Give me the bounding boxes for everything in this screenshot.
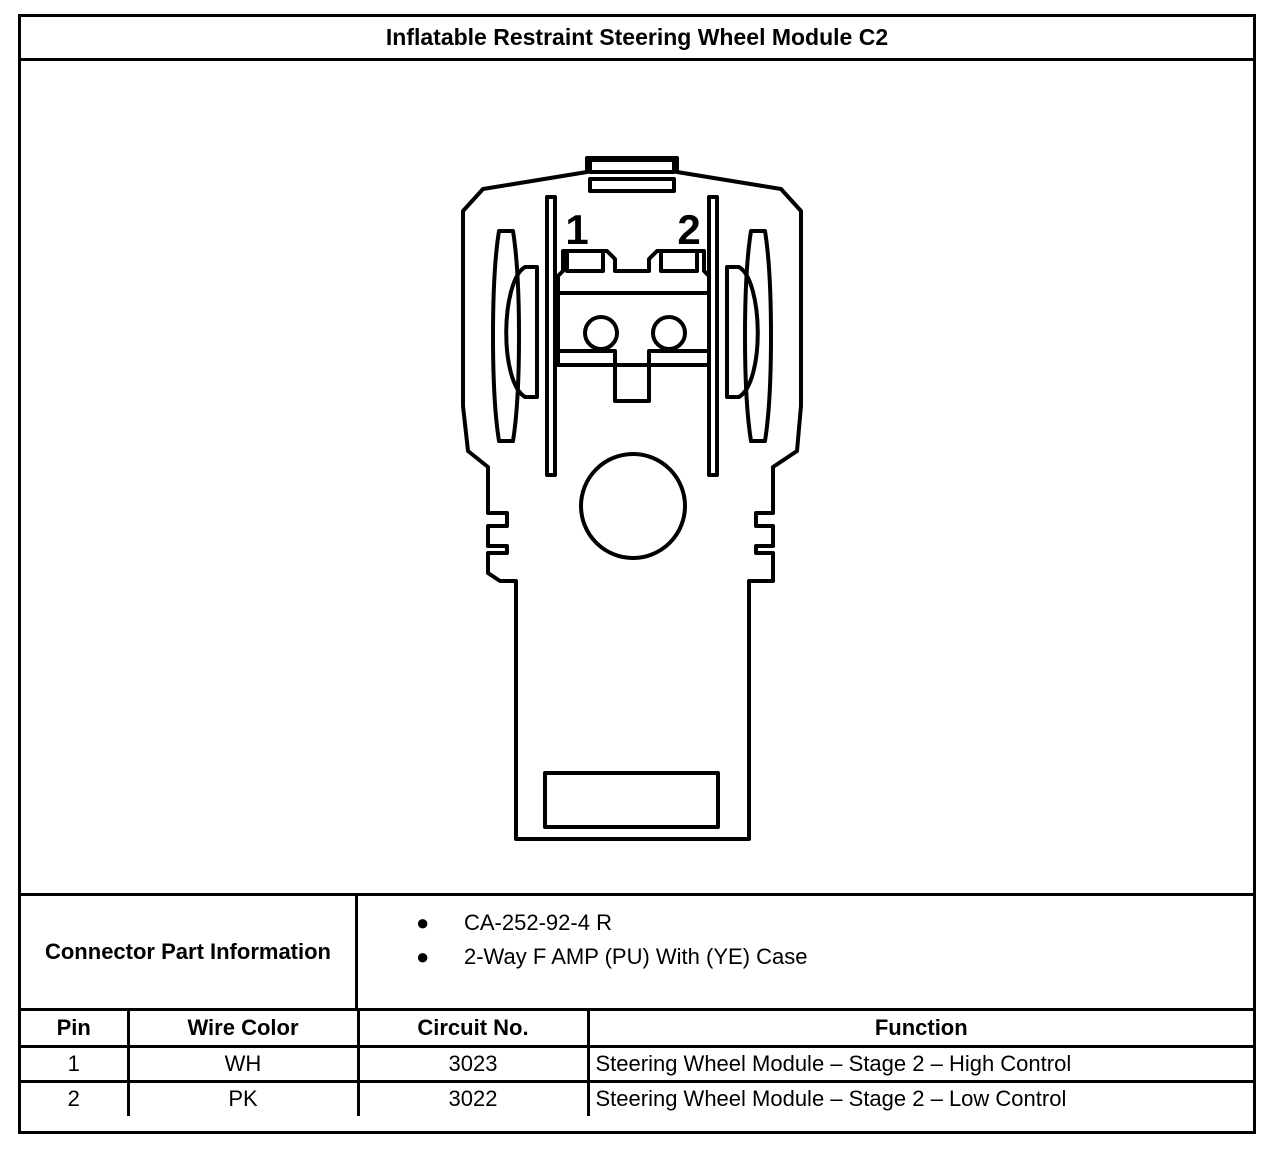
right-latch-inner	[725, 265, 760, 399]
cell-pin: 2	[21, 1079, 130, 1116]
center-boss	[579, 452, 687, 560]
connector-drawing: 1 2	[21, 61, 1253, 893]
connector-sheet: Inflatable Restraint Steering Wheel Modu…	[18, 14, 1256, 1134]
bullet-icon: ●	[416, 944, 430, 969]
pin-1-label: 1	[565, 206, 588, 253]
label-window	[543, 771, 720, 829]
header-function: Function	[586, 1011, 1253, 1048]
pinout-table: Pin Wire Color Circuit No. Function 1 WH…	[21, 1011, 1253, 1116]
connector-info-item: ● CA-252-92-4 R	[358, 906, 808, 940]
terminal-plate	[556, 291, 711, 367]
table-header-row: Pin Wire Color Circuit No. Function	[21, 1011, 1253, 1048]
right-latch-arm	[743, 229, 773, 443]
terminal-housing	[556, 249, 711, 403]
connector-info-label: Connector Part Information	[21, 896, 358, 1008]
header-pin: Pin	[21, 1011, 130, 1048]
left-latch-inner	[504, 265, 539, 399]
table-row: 2 PK 3022 Steering Wheel Module – Stage …	[21, 1079, 1253, 1116]
connector-info-row: Connector Part Information ● CA-252-92-4…	[21, 893, 1253, 1011]
pin-1-tab	[565, 249, 605, 273]
cell-wire-color: PK	[126, 1079, 360, 1116]
connector-info-list: ● CA-252-92-4 R ● 2-Way F AMP (PU) With …	[358, 906, 808, 974]
cell-function: Steering Wheel Module – Stage 2 – High C…	[586, 1044, 1253, 1083]
header-wire-color: Wire Color	[126, 1011, 360, 1048]
cell-circuit-no: 3022	[356, 1079, 590, 1116]
pin-2-label: 2	[677, 206, 700, 253]
connector-description: 2-Way F AMP (PU) With (YE) Case	[464, 944, 808, 969]
left-latch-arm	[491, 229, 521, 443]
connector-face-diagram: 1 2	[461, 156, 803, 841]
pin-2-tab	[659, 249, 699, 273]
cell-wire-color: WH	[126, 1044, 360, 1083]
header-circuit-no: Circuit No.	[356, 1011, 590, 1048]
sheet-title: Inflatable Restraint Steering Wheel Modu…	[21, 17, 1253, 61]
table-row: 1 WH 3023 Steering Wheel Module – Stage …	[21, 1044, 1253, 1083]
bullet-icon: ●	[416, 910, 430, 935]
top-latch-slot	[588, 177, 676, 193]
cell-pin: 1	[21, 1044, 130, 1083]
pin-1-cavity	[583, 315, 619, 351]
cell-circuit-no: 3023	[356, 1044, 590, 1083]
connector-info-item: ● 2-Way F AMP (PU) With (YE) Case	[358, 940, 808, 974]
cell-function: Steering Wheel Module – Stage 2 – Low Co…	[586, 1079, 1253, 1116]
pin-2-cavity	[651, 315, 687, 351]
connector-part-number: CA-252-92-4 R	[464, 910, 612, 935]
connector-body-outline	[461, 156, 803, 841]
top-latch	[588, 158, 676, 174]
left-guide	[545, 195, 557, 477]
